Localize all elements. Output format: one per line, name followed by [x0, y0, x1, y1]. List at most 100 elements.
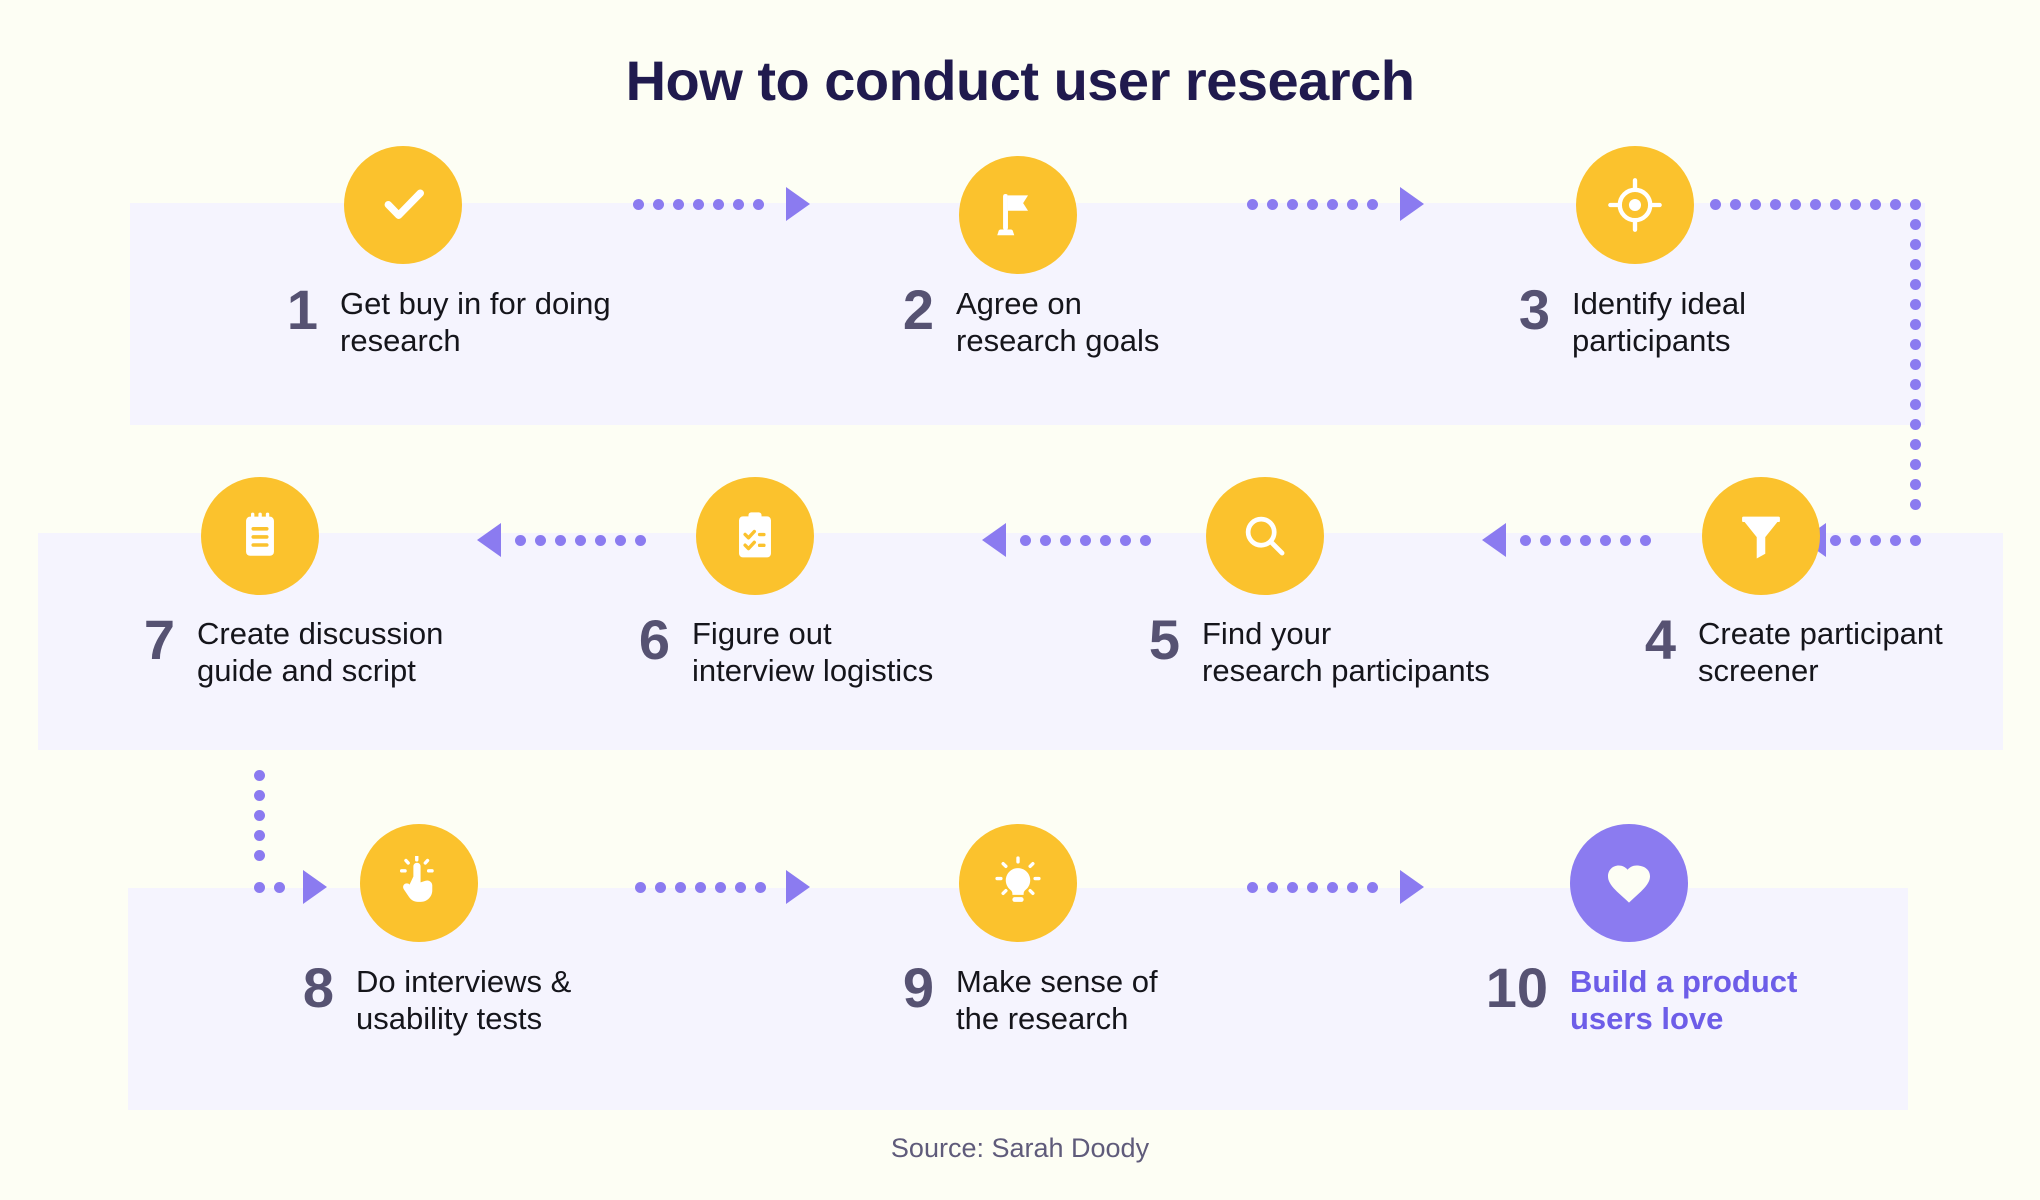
- connector-dot: [654, 881, 666, 893]
- connector-dot: [1039, 534, 1051, 546]
- step-7-label: Create discussion guide and script: [197, 616, 444, 688]
- connector-dot: [1909, 218, 1921, 230]
- connector-dot: [714, 881, 726, 893]
- target-icon: [1606, 176, 1664, 234]
- connector-dot: [1909, 238, 1921, 250]
- connector-dot: [1246, 881, 1258, 893]
- connector-dot: [732, 198, 744, 210]
- connector-dot: [253, 809, 265, 821]
- connector-dot: [1909, 478, 1921, 490]
- search-icon: [1238, 509, 1292, 563]
- connector-dot: [1749, 198, 1761, 210]
- step-7-number: 7: [143, 608, 175, 671]
- connector-dot: [1326, 881, 1338, 893]
- connector-dot: [1139, 534, 1151, 546]
- notepad-icon: [233, 509, 287, 563]
- connector-arrowhead: [303, 870, 327, 904]
- connector-dot: [1579, 534, 1591, 546]
- connector-dot: [1849, 534, 1861, 546]
- step-7-badge: [201, 477, 319, 595]
- step-5-body: 5 Find your research participants: [1106, 612, 1576, 690]
- connector-dot: [1829, 534, 1841, 546]
- connector-dot: [1639, 534, 1651, 546]
- connector-dot: [1266, 198, 1278, 210]
- connector-dot: [1286, 198, 1298, 210]
- step-9-label: Make sense of the research: [956, 964, 1158, 1036]
- step-3-badge: [1576, 146, 1694, 264]
- connector-dot: [1246, 198, 1258, 210]
- connector-dot: [674, 881, 686, 893]
- connector-dot: [534, 534, 546, 546]
- connector-dot: [1909, 198, 1921, 210]
- step-1-badge: [344, 146, 462, 264]
- step-3-number: 3: [1518, 278, 1550, 341]
- connector-dot: [574, 534, 586, 546]
- source-credit: Source: Sarah Doody: [890, 1133, 1150, 1163]
- connector-dot: [1099, 534, 1111, 546]
- connector-arrowhead: [786, 187, 810, 221]
- connector-dot: [632, 198, 644, 210]
- step-8-badge: [360, 824, 478, 942]
- connector-dot: [1869, 198, 1881, 210]
- connector-dot: [692, 198, 704, 210]
- step-10-label: Build a product users love: [1570, 964, 1798, 1036]
- step-7-body: 7 Create discussion guide and script: [101, 612, 571, 690]
- step-8-number: 8: [302, 956, 334, 1019]
- connector-dot: [253, 829, 265, 841]
- step-8-body: 8 Do interviews & usability tests: [260, 960, 730, 1038]
- tap-hand-icon: [392, 856, 446, 910]
- step-10-number: 10: [1485, 956, 1548, 1019]
- connector-arrowhead: [1400, 870, 1424, 904]
- connector-dot: [594, 534, 606, 546]
- connector-dot: [1619, 534, 1631, 546]
- step-10-badge: [1570, 824, 1688, 942]
- connector-dot: [1346, 881, 1358, 893]
- step-2-badge: [959, 156, 1077, 274]
- connector-dot: [253, 769, 265, 781]
- page-title: How to conduct user research: [625, 49, 1415, 112]
- connector-dot: [712, 198, 724, 210]
- step-2-number: 2: [902, 278, 934, 341]
- lightbulb-icon: [991, 856, 1045, 910]
- connector-dot: [1539, 534, 1551, 546]
- connector-dot: [1266, 881, 1278, 893]
- connector-dot: [672, 198, 684, 210]
- step-2-label: Agree on research goals: [956, 286, 1160, 358]
- connector-dot: [1849, 198, 1861, 210]
- connector-dot: [1346, 198, 1358, 210]
- connector-dot: [1079, 534, 1091, 546]
- connector-dot: [1519, 534, 1531, 546]
- connector-dot: [1909, 438, 1921, 450]
- connector-dot: [634, 534, 646, 546]
- step-3-label: Identify ideal participants: [1572, 286, 1747, 358]
- clipboard-check-icon: [728, 509, 782, 563]
- connector-dot: [1366, 881, 1378, 893]
- step-6-number: 6: [638, 608, 670, 671]
- connector-dot: [652, 198, 664, 210]
- step-5-number: 5: [1148, 608, 1180, 671]
- connector-dot: [1889, 534, 1901, 546]
- step-9-number: 9: [902, 956, 934, 1019]
- connector-dot: [1889, 198, 1901, 210]
- step-2-body: 2 Agree on research goals: [860, 282, 1280, 360]
- connector-dot: [1909, 358, 1921, 370]
- connector-dot: [1829, 198, 1841, 210]
- connector-dot: [734, 881, 746, 893]
- heart-icon: [1601, 855, 1657, 911]
- connector-dot: [1909, 498, 1921, 510]
- step-1-body: 1 Get buy in for doing research: [244, 282, 664, 360]
- connector-dot: [1306, 881, 1318, 893]
- step-10-body: 10 Build a product users love: [1452, 960, 1952, 1038]
- connector-dot: [1019, 534, 1031, 546]
- connector-dot: [614, 534, 626, 546]
- connector-dot: [1909, 298, 1921, 310]
- connector-dot: [1599, 534, 1611, 546]
- step-5-label: Find your research participants: [1202, 616, 1490, 688]
- connector-dot: [1909, 278, 1921, 290]
- connector-dot: [273, 881, 285, 893]
- connector-dot: [1809, 198, 1821, 210]
- connector-dot: [1909, 398, 1921, 410]
- step-6-badge: [696, 477, 814, 595]
- connector-dot: [1909, 338, 1921, 350]
